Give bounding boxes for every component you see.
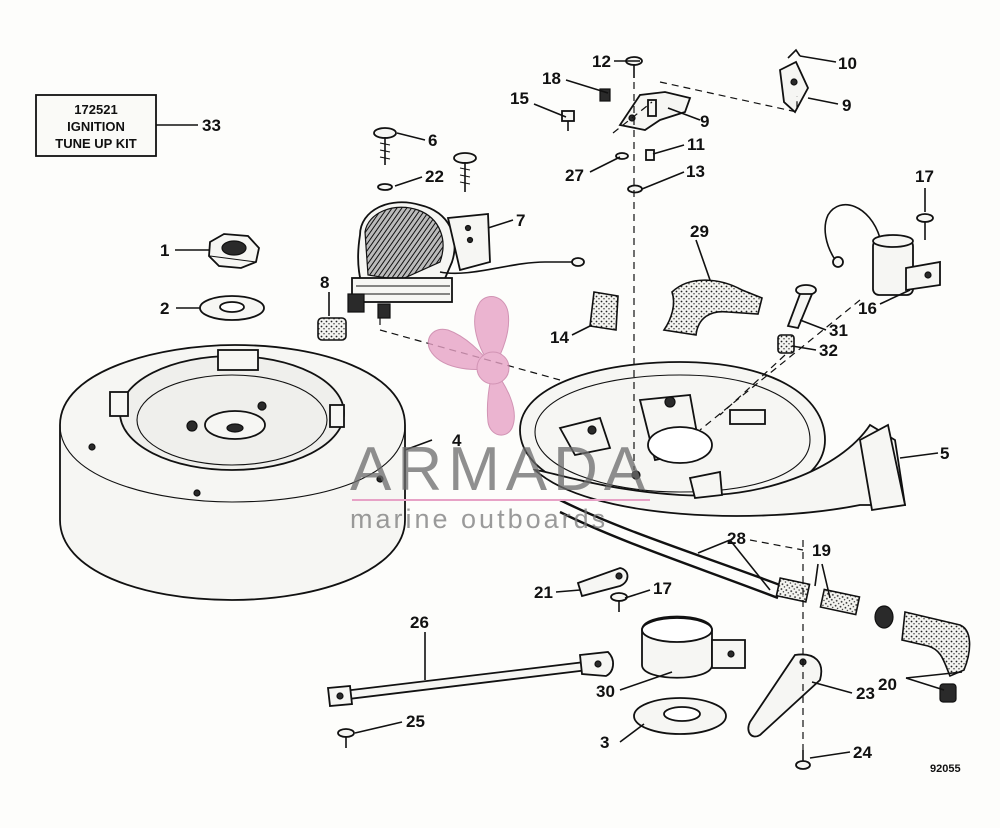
callout-29: 29 bbox=[690, 222, 709, 241]
callout-2: 2 bbox=[160, 299, 169, 318]
part-10-spring-clip bbox=[787, 48, 801, 59]
callout-21: 21 bbox=[534, 583, 553, 602]
callout-12: 12 bbox=[592, 52, 611, 71]
callout-9a: 9 bbox=[700, 112, 709, 131]
part-28-stop-lead bbox=[559, 498, 781, 600]
part-17-screw-lower bbox=[610, 592, 628, 612]
callout-27: 27 bbox=[565, 166, 584, 185]
callout-14: 14 bbox=[550, 328, 569, 347]
part-21-lead-clip bbox=[576, 567, 629, 598]
callout-26: 26 bbox=[410, 613, 429, 632]
callout-30: 30 bbox=[596, 682, 615, 701]
callout-16: 16 bbox=[858, 299, 877, 318]
callout-19: 19 bbox=[812, 541, 831, 560]
watermark-tagline: marine outboards bbox=[350, 504, 608, 534]
callout-9b: 9 bbox=[842, 96, 851, 115]
part-3-washer bbox=[633, 697, 727, 735]
callout-17a: 17 bbox=[915, 167, 934, 186]
part-2-washer bbox=[199, 295, 265, 321]
part-17-screw-upper bbox=[916, 213, 934, 240]
callout-33: 33 bbox=[202, 116, 221, 135]
part-29-felt-wick bbox=[662, 279, 763, 336]
part-22-washer bbox=[377, 183, 393, 191]
part-23-bracket bbox=[747, 653, 823, 738]
part-7-ignition-coil bbox=[347, 201, 585, 319]
part-8-coil-spring bbox=[317, 317, 347, 341]
part-13-washer bbox=[627, 184, 643, 194]
callout-4: 4 bbox=[452, 431, 462, 450]
part-30-clamp bbox=[641, 615, 746, 679]
part-20-spark-plug-boot bbox=[901, 611, 971, 703]
callout-10: 10 bbox=[838, 54, 857, 73]
callout-24: 24 bbox=[853, 743, 872, 762]
part-14-cam-wiper bbox=[589, 291, 619, 331]
callout-28: 28 bbox=[727, 529, 746, 548]
part-6-coil-screws bbox=[373, 127, 477, 192]
callout-25: 25 bbox=[406, 712, 425, 731]
callout-23: 23 bbox=[856, 684, 875, 703]
callout-15: 15 bbox=[510, 89, 529, 108]
callout-1: 1 bbox=[160, 241, 169, 260]
part-9-breaker-arm bbox=[779, 60, 810, 114]
part-25-screw bbox=[337, 728, 355, 748]
part-19-sleeves bbox=[775, 577, 894, 629]
callout-8: 8 bbox=[320, 273, 329, 292]
callout-31: 31 bbox=[829, 321, 848, 340]
points-assembly-parts bbox=[561, 48, 810, 194]
leader-lines bbox=[175, 55, 963, 759]
callout-20: 20 bbox=[878, 675, 897, 694]
callout-22: 22 bbox=[425, 167, 444, 186]
kit-title-line1: IGNITION bbox=[67, 119, 125, 134]
part-18-clip bbox=[599, 88, 611, 102]
callout-3: 3 bbox=[600, 733, 609, 752]
callout-13: 13 bbox=[686, 162, 705, 181]
part-32-spring bbox=[777, 334, 795, 354]
callout-7: 7 bbox=[516, 211, 525, 230]
callout-numbers: 1 2 3 4 5 6 7 8 9 9 10 11 12 13 14 15 16… bbox=[160, 52, 949, 762]
callout-32: 32 bbox=[819, 341, 838, 360]
part-1-flywheel-nut bbox=[208, 233, 260, 269]
part-11-clip bbox=[645, 149, 655, 161]
callout-17b: 17 bbox=[653, 579, 672, 598]
tune-up-kit-box: 172521 IGNITION TUNE UP KIT 33 bbox=[35, 94, 221, 157]
kit-part-number: 172521 bbox=[74, 102, 117, 117]
watermark: ARMADA marine outboards bbox=[350, 296, 651, 534]
part-16-condenser bbox=[824, 204, 941, 296]
kit-title-line2: TUNE UP KIT bbox=[55, 136, 136, 151]
drawing-number: 92055 bbox=[930, 763, 961, 775]
part-4-flywheel bbox=[59, 344, 406, 601]
callout-18: 18 bbox=[542, 69, 561, 88]
part-24-screw bbox=[795, 750, 811, 770]
watermark-brand: ARMADA bbox=[350, 435, 651, 504]
assembly-guide-lines bbox=[379, 81, 861, 750]
callout-11: 11 bbox=[687, 135, 705, 154]
propeller-logo-icon bbox=[427, 296, 515, 436]
part-31-screw bbox=[786, 284, 817, 330]
callout-6: 6 bbox=[428, 131, 437, 150]
part-26-link-rod bbox=[327, 651, 614, 707]
callout-5: 5 bbox=[940, 444, 949, 463]
part-5-armature-plate bbox=[519, 361, 907, 517]
